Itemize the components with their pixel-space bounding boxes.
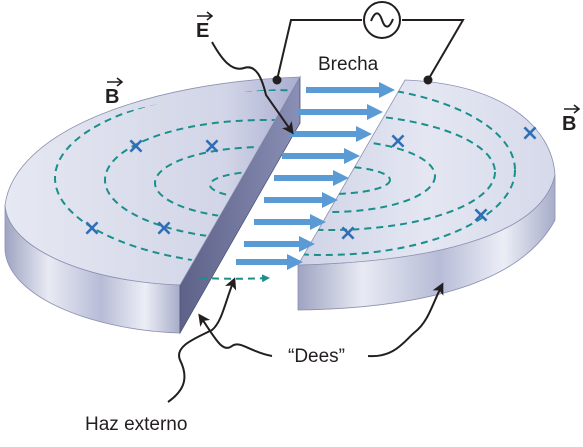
field-arrow-head — [322, 192, 338, 208]
field-arrow-head — [356, 126, 372, 142]
b-field-marker-icon: × — [339, 221, 357, 246]
b-field-label-right: B — [562, 104, 581, 135]
b-field-label-left: B — [105, 77, 124, 108]
b-field-marker-icon: × — [203, 134, 221, 159]
b-field-markers: × × × × × × × × — [83, 121, 539, 246]
dees-pointer-right — [367, 282, 444, 358]
field-arrows — [236, 82, 395, 270]
right-dee — [297, 79, 556, 311]
external-beam-label: Haz externo — [85, 414, 187, 435]
exit-beam — [199, 274, 270, 283]
e-field-label: E — [196, 11, 214, 42]
beam-orbit-left-4 — [54, 89, 300, 267]
terminal-right — [423, 75, 433, 85]
gap-label: Brecha — [318, 54, 379, 75]
b-vector-arrow-left — [107, 77, 124, 87]
field-arrow-head — [344, 148, 360, 164]
svg-text:E: E — [196, 20, 209, 42]
field-arrow-head — [333, 170, 349, 186]
beam-orbit-right-4 — [298, 84, 516, 256]
field-arrow-head — [367, 104, 383, 120]
circuit-wire-left — [276, 19, 362, 81]
left-dee — [4, 75, 301, 335]
e-field-pointer — [211, 41, 294, 135]
field-arrow-head — [287, 254, 303, 270]
b-field-marker-icon: × — [83, 216, 101, 241]
b-field-marker-icon: × — [155, 216, 173, 241]
ac-circuit — [276, 1, 465, 81]
pointers — [167, 41, 444, 403]
b-field-marker-icon: × — [389, 129, 407, 154]
terminal-left — [272, 75, 282, 85]
circuit-wire-right — [402, 19, 465, 81]
b-field-marker-icon: × — [127, 134, 145, 159]
e-vector-arrow — [197, 11, 214, 21]
dees-label: “Dees” — [288, 346, 345, 367]
ac-sine-icon — [370, 12, 394, 28]
field-arrow-head — [310, 214, 326, 230]
left-dee-top — [4, 76, 301, 286]
svg-text:B: B — [105, 86, 119, 108]
labels: Brecha E B B “Dees” Haz externo — [85, 11, 581, 435]
right-dee-top — [297, 79, 556, 266]
svg-text:B: B — [562, 113, 576, 135]
b-field-marker-icon: × — [472, 203, 490, 228]
field-arrow-head — [379, 82, 395, 98]
b-vector-arrow-right — [564, 104, 581, 114]
dees-pointer-left — [198, 313, 273, 357]
external-beam-pointer — [167, 277, 237, 403]
b-field-marker-icon: × — [521, 121, 539, 146]
field-arrow-head — [299, 236, 315, 252]
